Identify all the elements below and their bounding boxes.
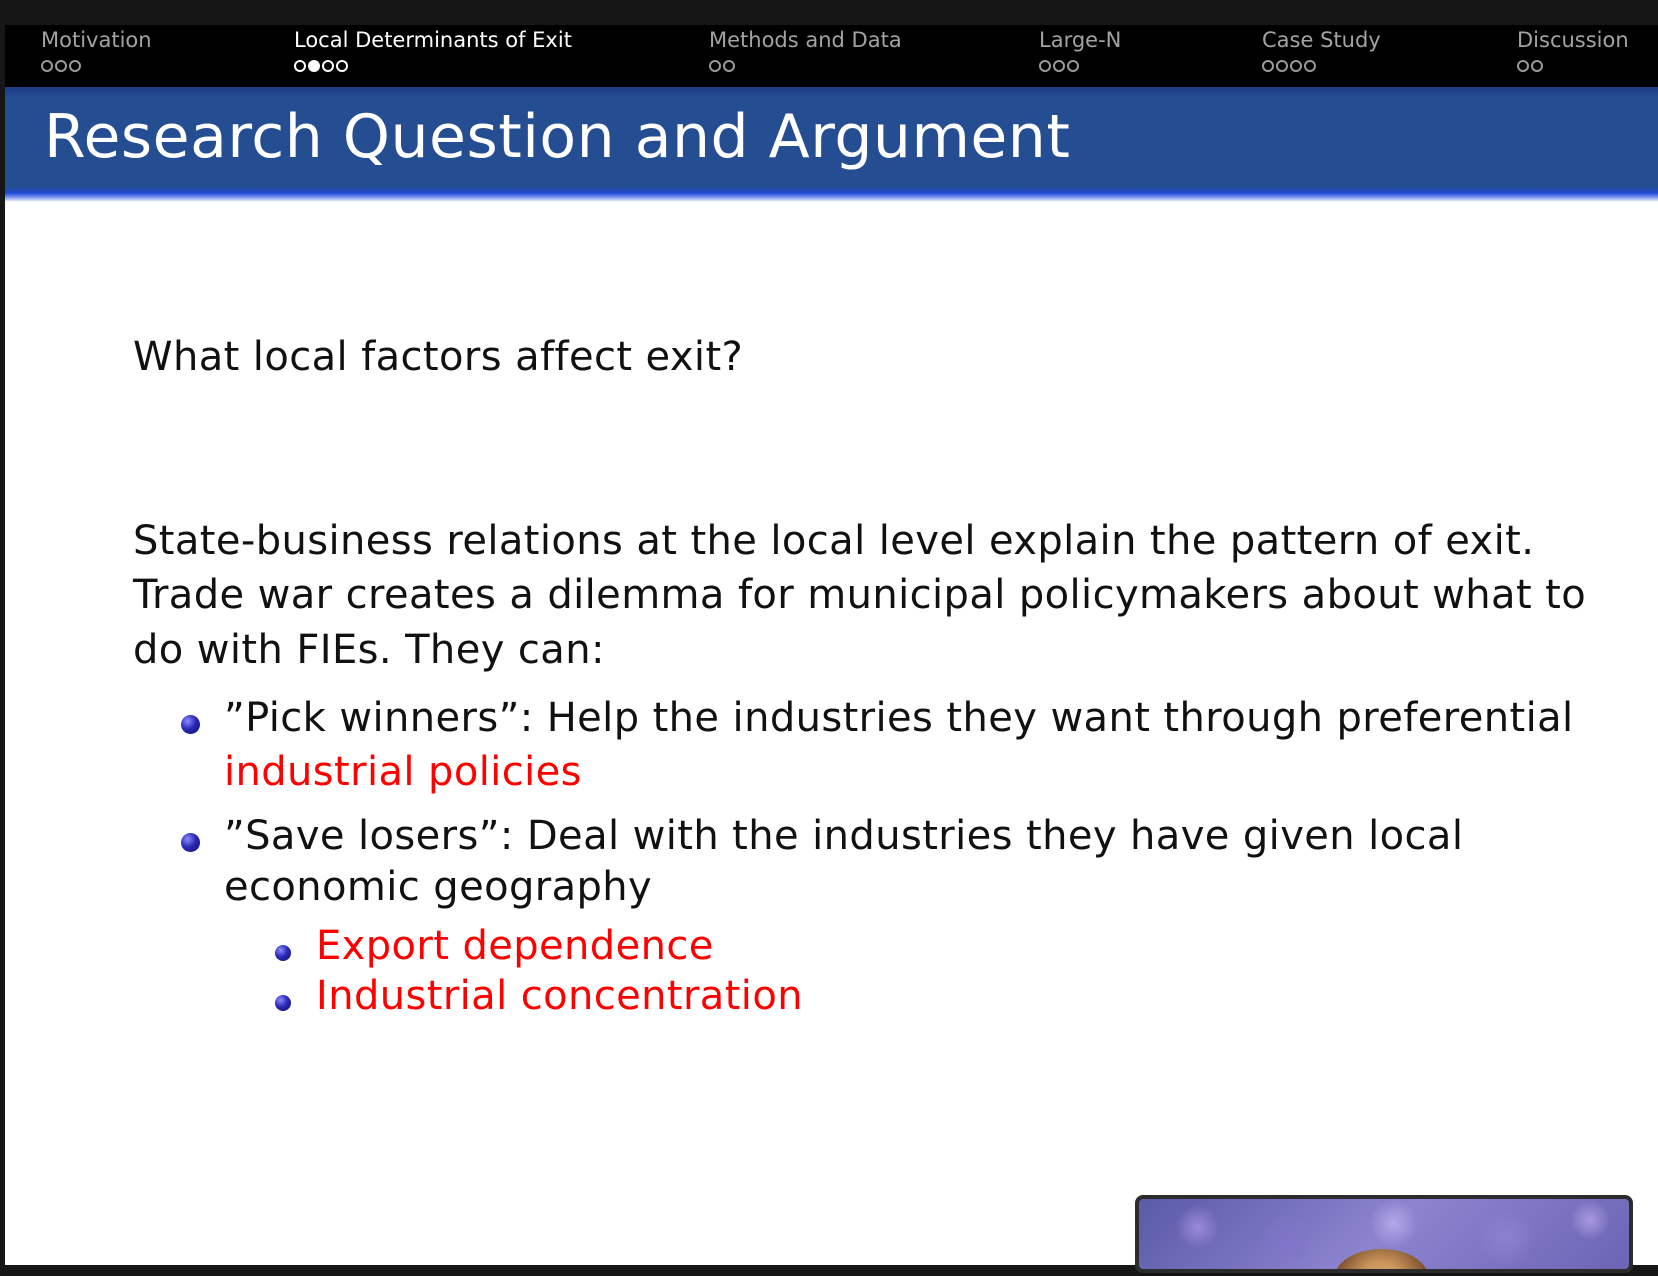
slide-title: Research Question and Argument <box>44 102 1071 172</box>
nav-dots <box>1262 58 1381 74</box>
nav-section-label: Local Determinants of Exit <box>294 28 572 52</box>
frame-dot[interactable] <box>55 60 67 72</box>
argument-line: State-business relations at the local le… <box>133 518 1535 564</box>
frame-dot[interactable] <box>336 60 348 72</box>
nav-dots <box>41 58 152 74</box>
frame-dot[interactable] <box>1039 60 1051 72</box>
frame-dot[interactable] <box>322 60 334 72</box>
nav-section-motivation[interactable]: Motivation <box>41 27 152 74</box>
frame-dot[interactable] <box>1276 60 1288 72</box>
frame-dot[interactable] <box>1053 60 1065 72</box>
nav-section-case-study[interactable]: Case Study <box>1262 27 1381 74</box>
current-frame-dot[interactable] <box>308 60 320 72</box>
frame-dot[interactable] <box>1304 60 1316 72</box>
frame-dot[interactable] <box>709 60 721 72</box>
webcam-thumbnail[interactable] <box>1135 1195 1633 1273</box>
nav-section-large-n[interactable]: Large-N <box>1039 27 1121 74</box>
title-bar: Research Question and Argument <box>5 87 1658 202</box>
nav-section-local-determinants[interactable]: Local Determinants of Exit <box>294 27 572 74</box>
frame-dot[interactable] <box>1262 60 1274 72</box>
section-navigation: Motivation Local Determinants of Exit Me… <box>5 25 1658 87</box>
frame-dot[interactable] <box>1067 60 1079 72</box>
nav-dots <box>294 58 572 74</box>
nav-section-methods-and-data[interactable]: Methods and Data <box>709 27 902 74</box>
frame-dot[interactable] <box>41 60 53 72</box>
nav-dots <box>1517 58 1629 74</box>
sub-bullet-icon <box>275 945 291 961</box>
sub-bullet-industrial-concentration: Industrial concentration <box>316 973 803 1019</box>
sub-bullet-icon <box>275 995 291 1011</box>
bullet-save-losers-continuation: economic geography <box>224 864 653 910</box>
nav-section-label: Discussion <box>1517 28 1629 52</box>
argument-line: do with FIEs. They can: <box>133 627 605 673</box>
page-number: 5 <box>1631 1218 1648 1248</box>
nav-section-discussion[interactable]: Discussion <box>1517 27 1629 74</box>
argument-line: Trade war creates a dilemma for municipa… <box>133 572 1587 618</box>
bullet-icon <box>181 715 200 734</box>
nav-section-label: Methods and Data <box>709 28 902 52</box>
frame-dot[interactable] <box>723 60 735 72</box>
bullet-icon <box>181 833 200 852</box>
presenter-video <box>1334 1249 1429 1269</box>
nav-section-label: Motivation <box>41 28 152 52</box>
frame-dot[interactable] <box>1531 60 1543 72</box>
bullet-pick-winners: ”Pick winners”: Help the industries they… <box>224 695 1574 741</box>
nav-section-label: Large-N <box>1039 28 1122 52</box>
bullet-save-losers: ”Save losers”: Deal with the industries … <box>224 813 1464 859</box>
slide-frame: Motivation Local Determinants of Exit Me… <box>5 25 1658 1265</box>
frame-dot[interactable] <box>1517 60 1529 72</box>
sub-bullet-export-dependence: Export dependence <box>316 923 714 969</box>
frame-dot[interactable] <box>1290 60 1302 72</box>
nav-dots <box>709 58 902 74</box>
research-question: What local factors affect exit? <box>133 334 744 380</box>
bullet-pick-winners-emphasis: industrial policies <box>224 749 582 795</box>
nav-dots <box>1039 58 1121 74</box>
frame-dot[interactable] <box>69 60 81 72</box>
frame-dot[interactable] <box>294 60 306 72</box>
nav-section-label: Case Study <box>1262 28 1381 52</box>
